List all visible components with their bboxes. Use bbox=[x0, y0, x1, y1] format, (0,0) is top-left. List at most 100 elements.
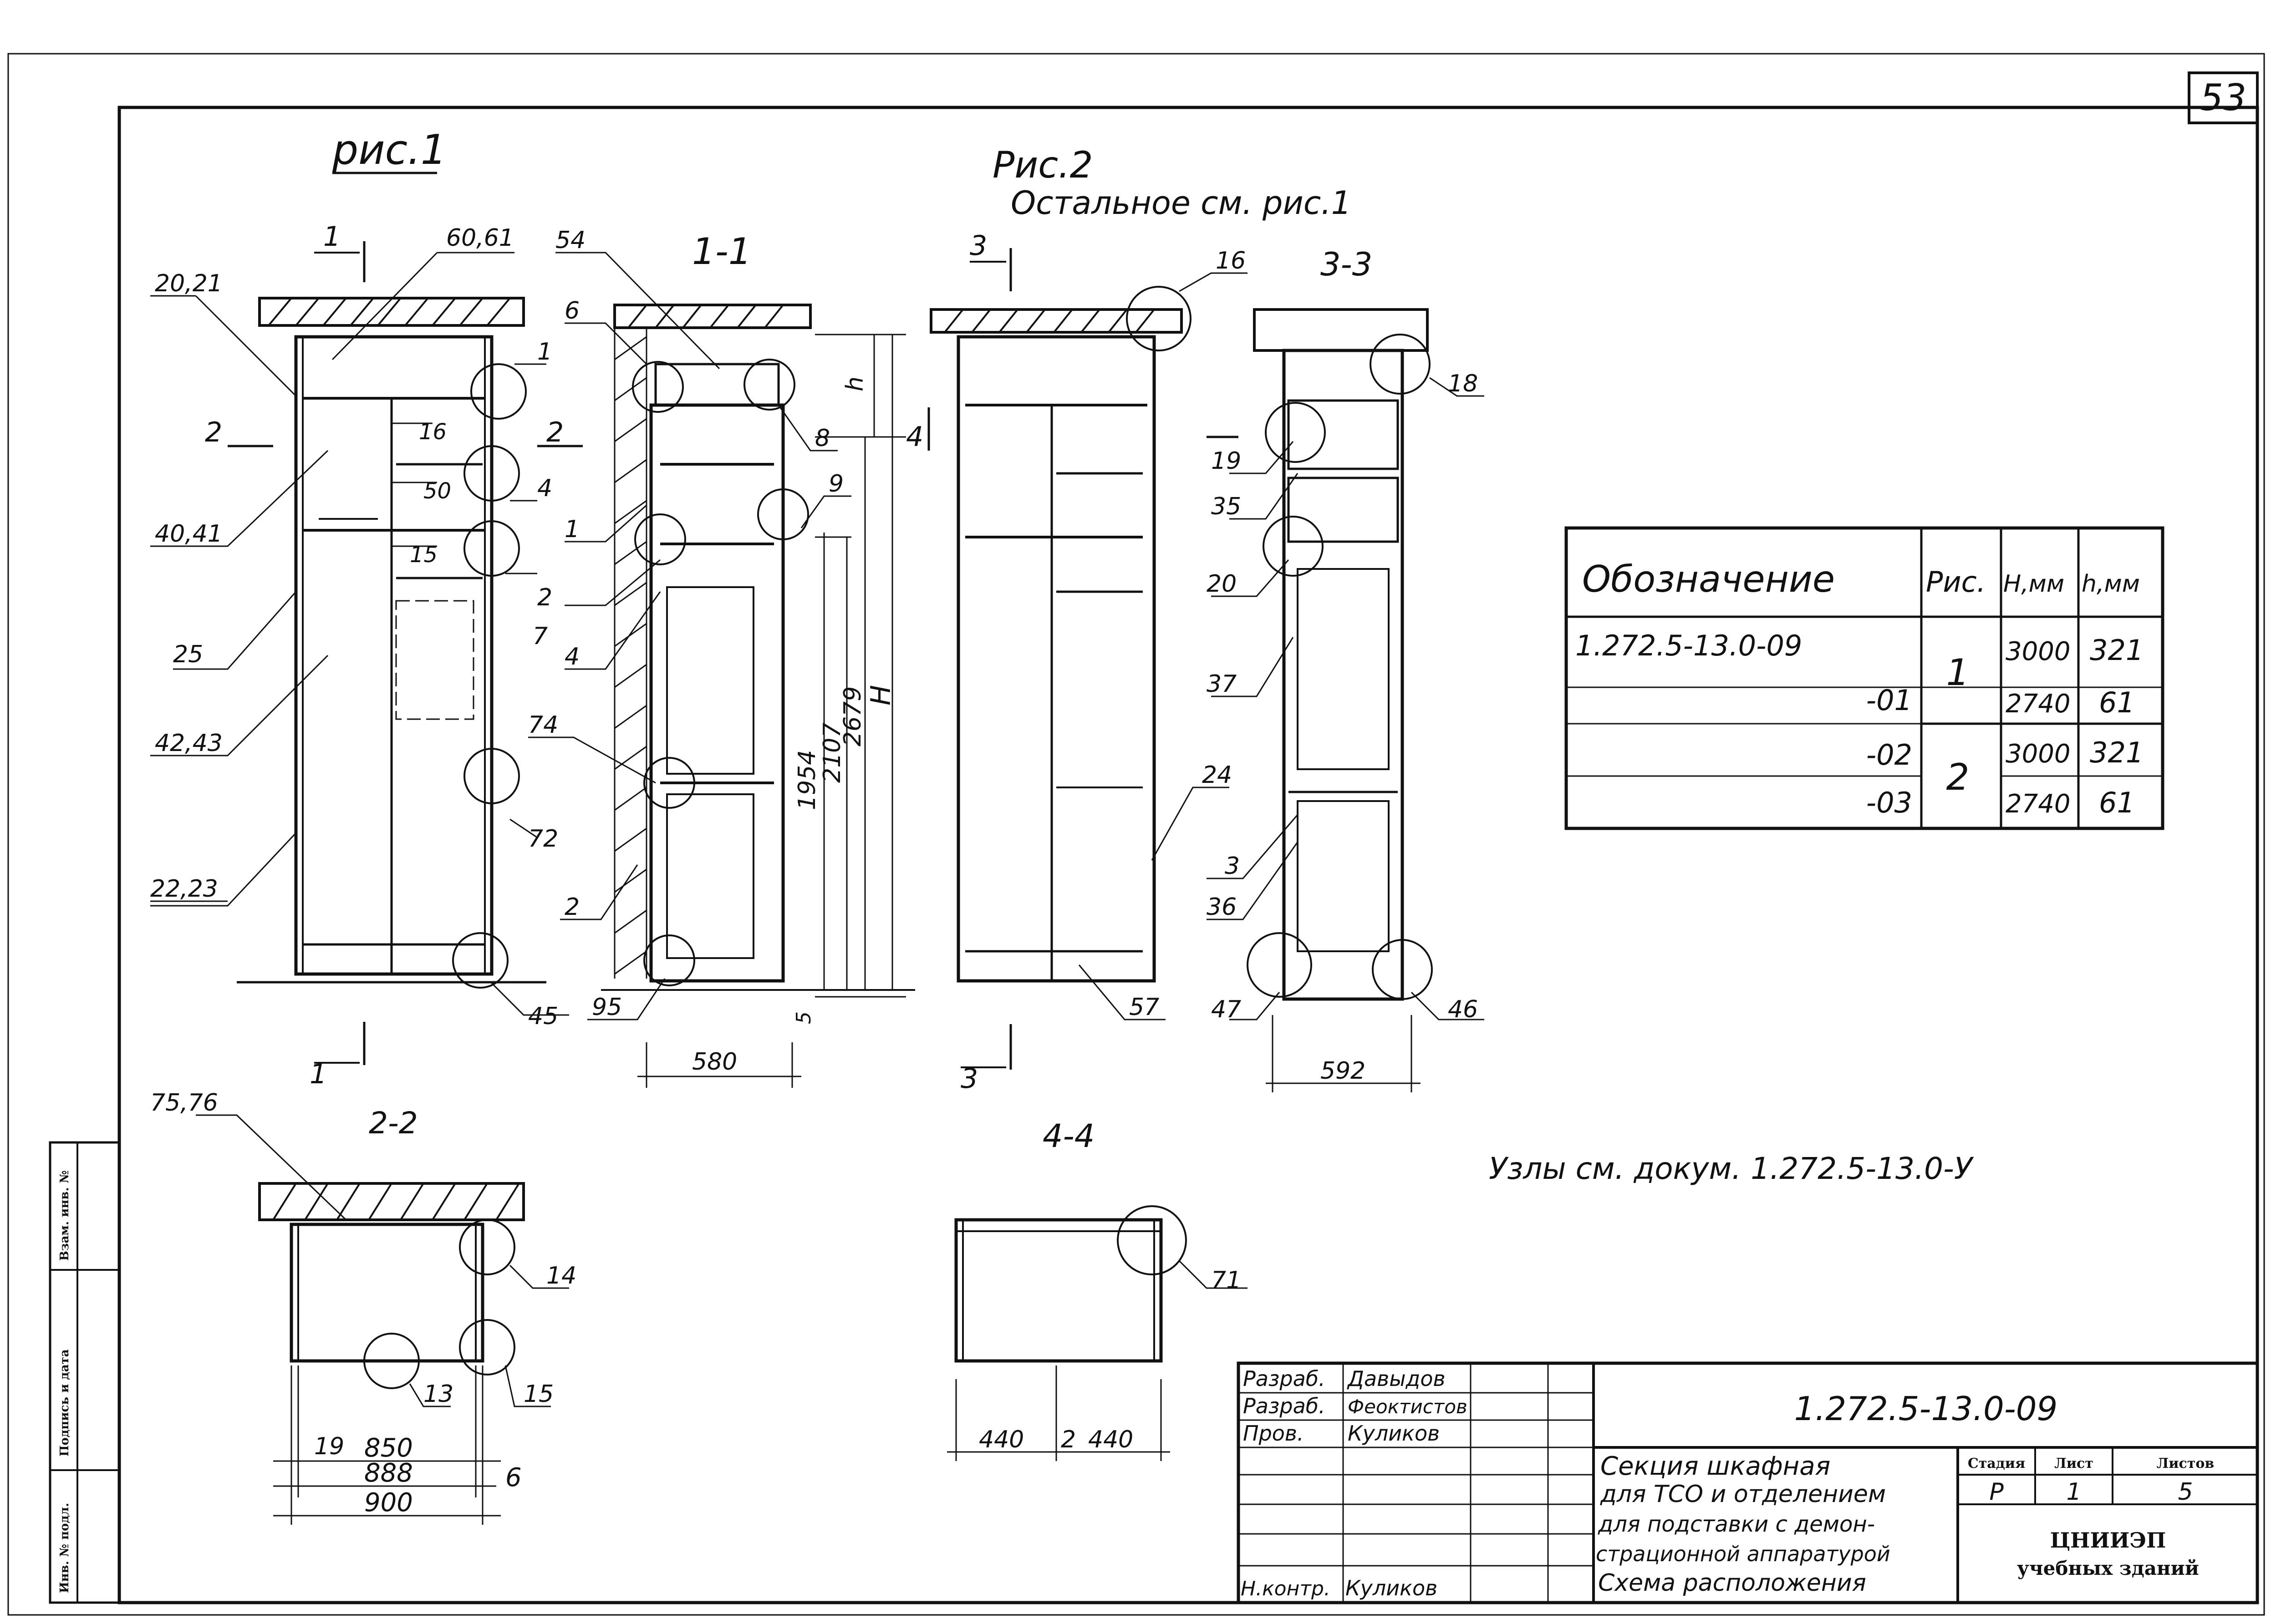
spec-header-fig: Рис. bbox=[1926, 565, 1986, 599]
v11-label-6: 6 bbox=[565, 297, 580, 325]
view-3-elevation: 4 3 3 16 24 57 bbox=[906, 230, 1248, 1095]
tb-org-2: учебных зданий bbox=[2017, 1557, 2199, 1579]
v44-dim-2: 2 bbox=[1061, 1426, 1076, 1453]
fig1-section-1-bottom: 1 bbox=[310, 1058, 327, 1090]
spec-row2-code: -01 bbox=[1866, 684, 1912, 717]
spec-row1-H: 3000 bbox=[2006, 637, 2071, 666]
v44-dim-440-left: 440 bbox=[979, 1426, 1024, 1453]
stamp-replace-no: Взам. инв. № bbox=[58, 1170, 71, 1261]
tb-role-8: Н.контр. bbox=[1241, 1577, 1330, 1600]
tb-stage-header: Стадия bbox=[1968, 1456, 2025, 1472]
spec-row2-H: 2740 bbox=[2006, 689, 2071, 719]
v22-dim-888: 888 bbox=[364, 1458, 413, 1488]
dim-580: 580 bbox=[692, 1048, 737, 1076]
v33-label-18: 18 bbox=[1448, 370, 1478, 397]
fig1-elevation: рис.1 1 1 2 2 60,61 bbox=[150, 126, 583, 1090]
tb-sheet-header: Лист bbox=[2054, 1456, 2093, 1472]
tb-desc-5: Схема расположения bbox=[1598, 1569, 1866, 1597]
fig1-label-2: 2 bbox=[537, 584, 552, 611]
spec-table: Обозначение Рис. H,мм h,мм 1.272.5-13.0-… bbox=[1564, 526, 2164, 830]
v3-section-4: 4 bbox=[906, 421, 923, 453]
fig1-label-60-61: 60,61 bbox=[446, 224, 514, 252]
v11-label-2: 2 bbox=[565, 893, 580, 921]
v11-label-7: 7 bbox=[533, 623, 548, 650]
tb-stage: Р bbox=[1989, 1478, 2004, 1506]
tb-desc-4: страционной аппаратурой bbox=[1596, 1542, 1890, 1566]
spec-row1-code: 1.272.5-13.0-09 bbox=[1575, 629, 1802, 662]
v3-label-57: 57 bbox=[1129, 994, 1159, 1021]
spec-row3-code: -02 bbox=[1866, 738, 1912, 771]
page-number-box bbox=[2188, 71, 2259, 124]
tb-name-8: Куликов bbox=[1345, 1576, 1437, 1600]
dim-h: h bbox=[841, 376, 869, 391]
v3-section-3-top: 3 bbox=[970, 230, 987, 262]
title-block: Разраб. Разраб. Пров. Н.контр. Давыдов Ф… bbox=[1237, 1361, 2259, 1604]
view-2-2-title: 2-2 bbox=[369, 1106, 418, 1141]
tb-sheet: 1 bbox=[2066, 1478, 2081, 1506]
v22-label-14: 14 bbox=[546, 1262, 576, 1289]
v33-dim-592: 592 bbox=[1320, 1057, 1365, 1085]
v22-label-75-76: 75,76 bbox=[150, 1089, 218, 1116]
tb-name-1: Давыдов bbox=[1347, 1366, 1446, 1391]
v3-label-16: 16 bbox=[1216, 247, 1246, 274]
view-4-4: 4-4 71 440 2 440 bbox=[947, 1117, 1248, 1461]
tb-desc-3: для подставки с демон- bbox=[1598, 1512, 1875, 1537]
v33-label-46: 46 bbox=[1448, 996, 1478, 1023]
spec-header-H: H,мм bbox=[2003, 570, 2064, 598]
fig2-title: Рис.2 bbox=[993, 144, 1093, 186]
fig1-label-4: 4 bbox=[537, 475, 552, 502]
page-number: 53 bbox=[2200, 76, 2246, 119]
v22-dim-900: 900 bbox=[364, 1488, 413, 1517]
spec-row3-h: 321 bbox=[2090, 736, 2144, 769]
v44-dim-440-right: 440 bbox=[1088, 1426, 1133, 1453]
view-3-3-title: 3-3 bbox=[1320, 246, 1372, 283]
v11-label-74: 74 bbox=[528, 711, 558, 739]
nodes-note: Узлы см. докум. 1.272.5-13.0-У bbox=[1489, 1151, 1974, 1186]
spec-header-h: h,мм bbox=[2082, 570, 2140, 598]
dim-5: 5 bbox=[792, 1011, 815, 1024]
tb-name-3: Куликов bbox=[1348, 1421, 1440, 1446]
fig1-label-15: 15 bbox=[410, 542, 438, 568]
v11-label-9: 9 bbox=[829, 470, 844, 497]
v22-dim-850: 850 bbox=[364, 1433, 413, 1463]
fig1-label-20-21: 20,21 bbox=[155, 270, 223, 297]
fig1-label-50: 50 bbox=[423, 478, 451, 504]
v22-label-15: 15 bbox=[524, 1380, 554, 1408]
v33-label-3: 3 bbox=[1225, 853, 1240, 880]
v11-label-8: 8 bbox=[815, 425, 830, 452]
tb-role-2: Разраб. bbox=[1243, 1394, 1325, 1418]
tb-desc-1: Секция шкафная bbox=[1600, 1451, 1830, 1481]
spec-row4-H: 2740 bbox=[2006, 789, 2071, 819]
v22-dim-19: 19 bbox=[314, 1433, 344, 1460]
fig1-section-2-right: 2 bbox=[546, 416, 564, 448]
fig1-section-1-top: 1 bbox=[323, 221, 341, 253]
stamp-inv-no: Инв. № подл. bbox=[58, 1503, 71, 1593]
v33-label-20: 20 bbox=[1207, 570, 1237, 598]
tb-role-3: Пров. bbox=[1243, 1421, 1304, 1446]
dim-1954: 1954 bbox=[794, 750, 821, 810]
dim-2107: 2107 bbox=[819, 723, 846, 783]
fig1-label-72: 72 bbox=[528, 825, 558, 853]
v22-label-13: 13 bbox=[423, 1380, 453, 1408]
view-1-1-title: 1-1 bbox=[692, 230, 752, 273]
side-stamp: Взам. инв. № Подпись и дата Инв. № подл. bbox=[49, 1141, 121, 1604]
v33-label-37: 37 bbox=[1207, 670, 1237, 698]
spec-header-designation: Обозначение bbox=[1582, 558, 1835, 600]
tb-role-1: Разраб. bbox=[1243, 1366, 1325, 1391]
fig1-label-1: 1 bbox=[537, 338, 552, 365]
tb-org-1: ЦНИИЭП bbox=[2050, 1528, 2166, 1553]
view-3-3: 3-3 18 19 35 20 37 3 36 47 46 592 bbox=[1207, 246, 1484, 1092]
fig1-label-16: 16 bbox=[419, 419, 447, 445]
v11-label-1: 1 bbox=[565, 516, 580, 543]
v11-label-54: 54 bbox=[555, 227, 586, 254]
fig1-label-25: 25 bbox=[173, 641, 203, 668]
spec-row1-fig: 1 bbox=[1946, 651, 1970, 694]
tb-name-2: Феоктистов bbox=[1348, 1396, 1467, 1418]
dim-H: H bbox=[865, 685, 897, 705]
dim-2679: 2679 bbox=[839, 686, 866, 746]
fig1-section-2-left: 2 bbox=[205, 416, 222, 448]
view-4-4-title: 4-4 bbox=[1043, 1117, 1095, 1155]
v33-label-36: 36 bbox=[1207, 893, 1237, 921]
fig2-note: Остальное см. рис.1 bbox=[1011, 184, 1351, 222]
